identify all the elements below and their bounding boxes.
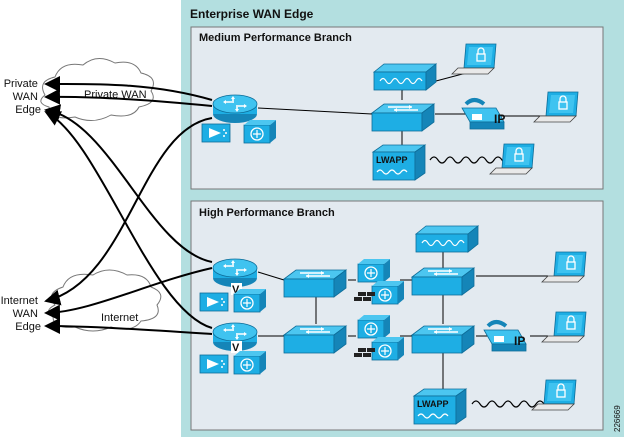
private-link-2 xyxy=(44,88,213,107)
ids-module-icon xyxy=(243,119,277,144)
wireless-wave-icon xyxy=(429,156,511,164)
medium-branch-router-icon xyxy=(212,94,258,124)
private-link-3 xyxy=(44,104,213,263)
ip-phone-icon: IP xyxy=(482,320,528,353)
internet-link-1 xyxy=(44,117,213,306)
router-module-icon xyxy=(199,354,229,374)
svg-text:IP: IP xyxy=(514,334,525,348)
distribution-switch-1-icon xyxy=(283,269,347,298)
medium-branch-lwapp-ap: LWAPP xyxy=(371,144,427,181)
lwapp-label: LWAPP xyxy=(376,155,408,165)
router-module-icon xyxy=(201,123,231,143)
high-branch-title: High Performance Branch xyxy=(199,207,335,219)
ids-module-icon xyxy=(233,350,267,375)
private-link-4 xyxy=(44,111,213,329)
ip-phone-icon: IP xyxy=(460,98,506,131)
security-appliance-icon xyxy=(357,314,391,339)
high-branch-router-1-icon xyxy=(212,258,258,288)
voice-module-label: V xyxy=(231,341,242,354)
ids-module-icon xyxy=(233,288,267,313)
internet-link-2 xyxy=(44,267,213,321)
security-appliance-icon xyxy=(371,336,405,361)
voice-module-label: V xyxy=(231,283,242,296)
high-branch-links xyxy=(257,250,548,390)
private-wan-edge-label: Private WAN Edge xyxy=(4,78,41,116)
svg-text:V: V xyxy=(232,284,240,296)
wlan-controller-icon xyxy=(415,225,479,253)
medium-branch-switch-icon xyxy=(371,103,435,132)
private-wan-cloud-icon xyxy=(40,58,154,121)
enterprise-title: Enterprise WAN Edge xyxy=(190,7,314,21)
medium-branch-title: Medium Performance Branch xyxy=(199,32,352,44)
high-branch-box xyxy=(190,200,604,431)
wireless-wave-icon xyxy=(471,400,553,408)
wan-links xyxy=(44,75,213,335)
svg-text:V: V xyxy=(232,342,240,354)
private-link-1 xyxy=(44,75,213,101)
security-appliance-icon xyxy=(357,258,391,283)
wlan-controller-icon xyxy=(373,63,437,91)
security-appliance-icon xyxy=(371,280,405,305)
router-module-icon xyxy=(199,292,229,312)
internet-wan-edge-label: Internet WAN Edge xyxy=(1,295,41,333)
high-branch-lwapp-ap: LWAPP xyxy=(412,388,468,425)
access-switch-2-icon xyxy=(411,325,475,354)
figure-id: 226669 xyxy=(613,405,622,432)
internet-cloud-label: Internet xyxy=(101,312,138,324)
distribution-switch-2-icon xyxy=(283,325,347,354)
access-switch-1-icon xyxy=(411,267,475,296)
svg-text:IP: IP xyxy=(494,112,505,126)
lwapp-label: LWAPP xyxy=(417,399,449,409)
internet-link-3 xyxy=(44,318,213,335)
